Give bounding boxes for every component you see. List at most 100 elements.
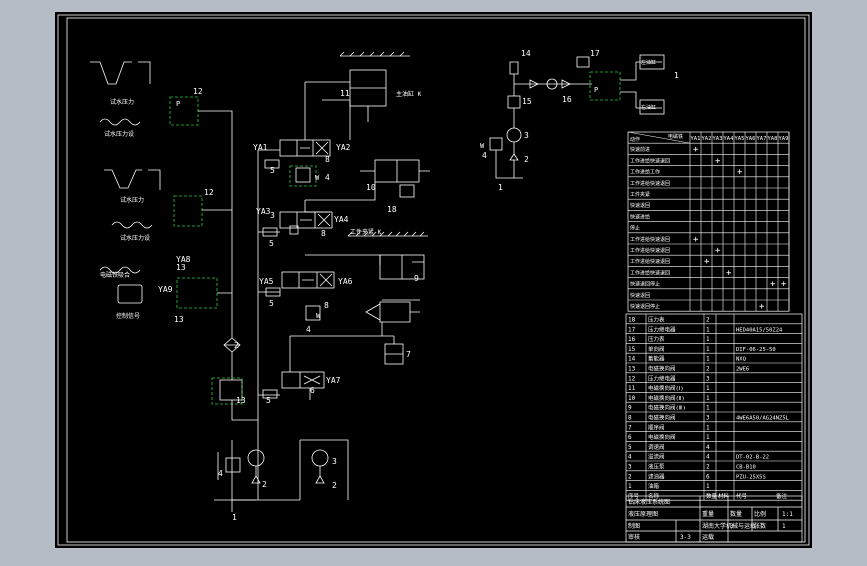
qty-label: 数量: [730, 510, 742, 518]
scale-value: 1:1: [782, 511, 793, 518]
pressure-switch-frame-2: [173, 195, 203, 227]
part-name: 调速阀: [648, 443, 665, 451]
num-3-a: 3: [270, 211, 275, 220]
num-1-c: 1: [674, 71, 679, 80]
valve-ya1-ya2: [279, 139, 331, 157]
circuit-labels: YA1 YA2 YA3 YA4 YA5 YA6 YA7 YA8 YA9 12 1…: [100, 49, 679, 522]
num-3-c: 3: [524, 131, 529, 140]
num-17: 17: [590, 49, 600, 58]
part-no: 10: [628, 395, 636, 402]
action-row-label: 工作进给快速退回: [630, 247, 670, 254]
sheet-num: 3-3: [680, 534, 691, 541]
num-11: 11: [340, 89, 350, 98]
num-2-c: 2: [524, 155, 529, 164]
part-name: 电磁换向阀(Ⅱ): [648, 394, 685, 402]
part-no: 2: [628, 473, 632, 480]
action-row-label: 快速退回停止: [630, 281, 660, 288]
note-clamp: 工件夹紧 K: [350, 228, 382, 236]
action-col-ya2: YA2: [702, 136, 712, 142]
action-mark: +: [770, 280, 776, 290]
action-row-label: 工作进给快速退回: [630, 180, 670, 187]
letter-w-2: W: [316, 312, 321, 320]
num-5-d: 5: [266, 396, 271, 405]
part-name: 压力表: [648, 316, 665, 324]
title-block-text: 钻床液压系统图 液压原理图 重量 数量 比例 1:1 张数 1 3 制图 审核 …: [628, 498, 793, 541]
part-no: 7: [628, 424, 632, 431]
num-12-a: 12: [193, 87, 203, 96]
num-10: 10: [366, 183, 376, 192]
valve-ya5-ya6: [281, 271, 335, 289]
title-line2: 液压原理图: [628, 510, 658, 518]
part-name: 液压泵: [648, 463, 665, 471]
action-row-label: 快速进给: [630, 213, 650, 220]
part-no: 13: [628, 366, 636, 373]
note-right-2: 右油缸: [641, 104, 656, 111]
part-no: 16: [628, 336, 636, 343]
action-row-label: 停止: [630, 225, 640, 232]
part-name: 油箱: [648, 482, 660, 490]
action-mark: +: [737, 168, 743, 178]
note-switch-4: 试水压力设: [120, 234, 150, 242]
num-2-left: 2: [234, 341, 239, 350]
action-col-ya7: YA7: [757, 136, 767, 142]
label-ya7: YA7: [326, 376, 341, 385]
valve-ya7: [281, 371, 325, 389]
letter-p-1: P: [176, 100, 180, 108]
part-qty: 4: [706, 454, 710, 461]
sheet-total: 3: [730, 523, 734, 530]
part-no: 17: [628, 326, 636, 333]
action-table-header-left: 动作: [630, 136, 640, 143]
action-row-label: 工作进给快速退回: [630, 258, 670, 265]
part-name: 单向阀: [648, 345, 665, 353]
class-name: 运载: [702, 533, 714, 541]
note-switch-5: 电磁铁吸合: [100, 271, 130, 279]
note-switch-1: 试水压力: [110, 98, 134, 106]
relief-valve-4-bottom: [225, 457, 241, 473]
part-spec: PZU-25X5S: [736, 474, 766, 480]
part-qty: 1: [706, 356, 710, 363]
part-name: 蓄能器: [648, 355, 665, 363]
title-block: [625, 495, 803, 543]
num-2-b: 2: [332, 481, 337, 490]
num-13-c: 13: [236, 396, 246, 405]
num-4-b: 4: [306, 325, 311, 334]
num-3-b: 3: [332, 457, 337, 466]
part-no: 6: [628, 434, 632, 441]
num-14: 14: [521, 49, 531, 58]
action-row-label: 快速退回停止: [630, 303, 660, 310]
part-qty: 1: [706, 405, 710, 412]
part-name: 电磁换向阀: [648, 365, 676, 373]
label-ya3: YA3: [256, 207, 271, 216]
label-ya2: YA2: [336, 143, 351, 152]
action-mark: +: [715, 156, 721, 166]
action-row-label: 快速前进: [630, 146, 650, 153]
part-qty: 3: [706, 415, 710, 422]
part-spec: DIF-06-25-50: [736, 347, 776, 353]
action-col-ya3: YA3: [713, 136, 723, 142]
part-name: 顺序阀: [648, 423, 665, 431]
action-mark: +: [759, 302, 765, 312]
num-1-a: 1: [232, 513, 237, 522]
part-qty: 1: [706, 395, 710, 402]
action-col-ya9: YA9: [779, 136, 789, 142]
part-qty: 1: [706, 483, 710, 490]
letter-w-3: W: [480, 142, 485, 150]
num-18: 18: [387, 205, 397, 214]
action-mark: +: [781, 280, 787, 290]
sheet-background: [55, 12, 812, 548]
label-ya4: YA4: [334, 215, 349, 224]
action-col-ya4: YA4: [724, 136, 735, 142]
pressure-curve-1: [90, 61, 151, 126]
valve-ya3-ya4: [279, 211, 333, 229]
part-qty: 1: [706, 434, 710, 441]
part-spec: 2WE6: [736, 367, 749, 373]
part-no: 8: [628, 415, 632, 422]
action-row-label: 工作进给工作: [630, 169, 660, 176]
part-name: 电磁换向阀: [648, 433, 676, 441]
num-6: 6: [310, 386, 315, 395]
scale-label: 比例: [754, 510, 766, 518]
num-5-a: 5: [270, 166, 275, 175]
